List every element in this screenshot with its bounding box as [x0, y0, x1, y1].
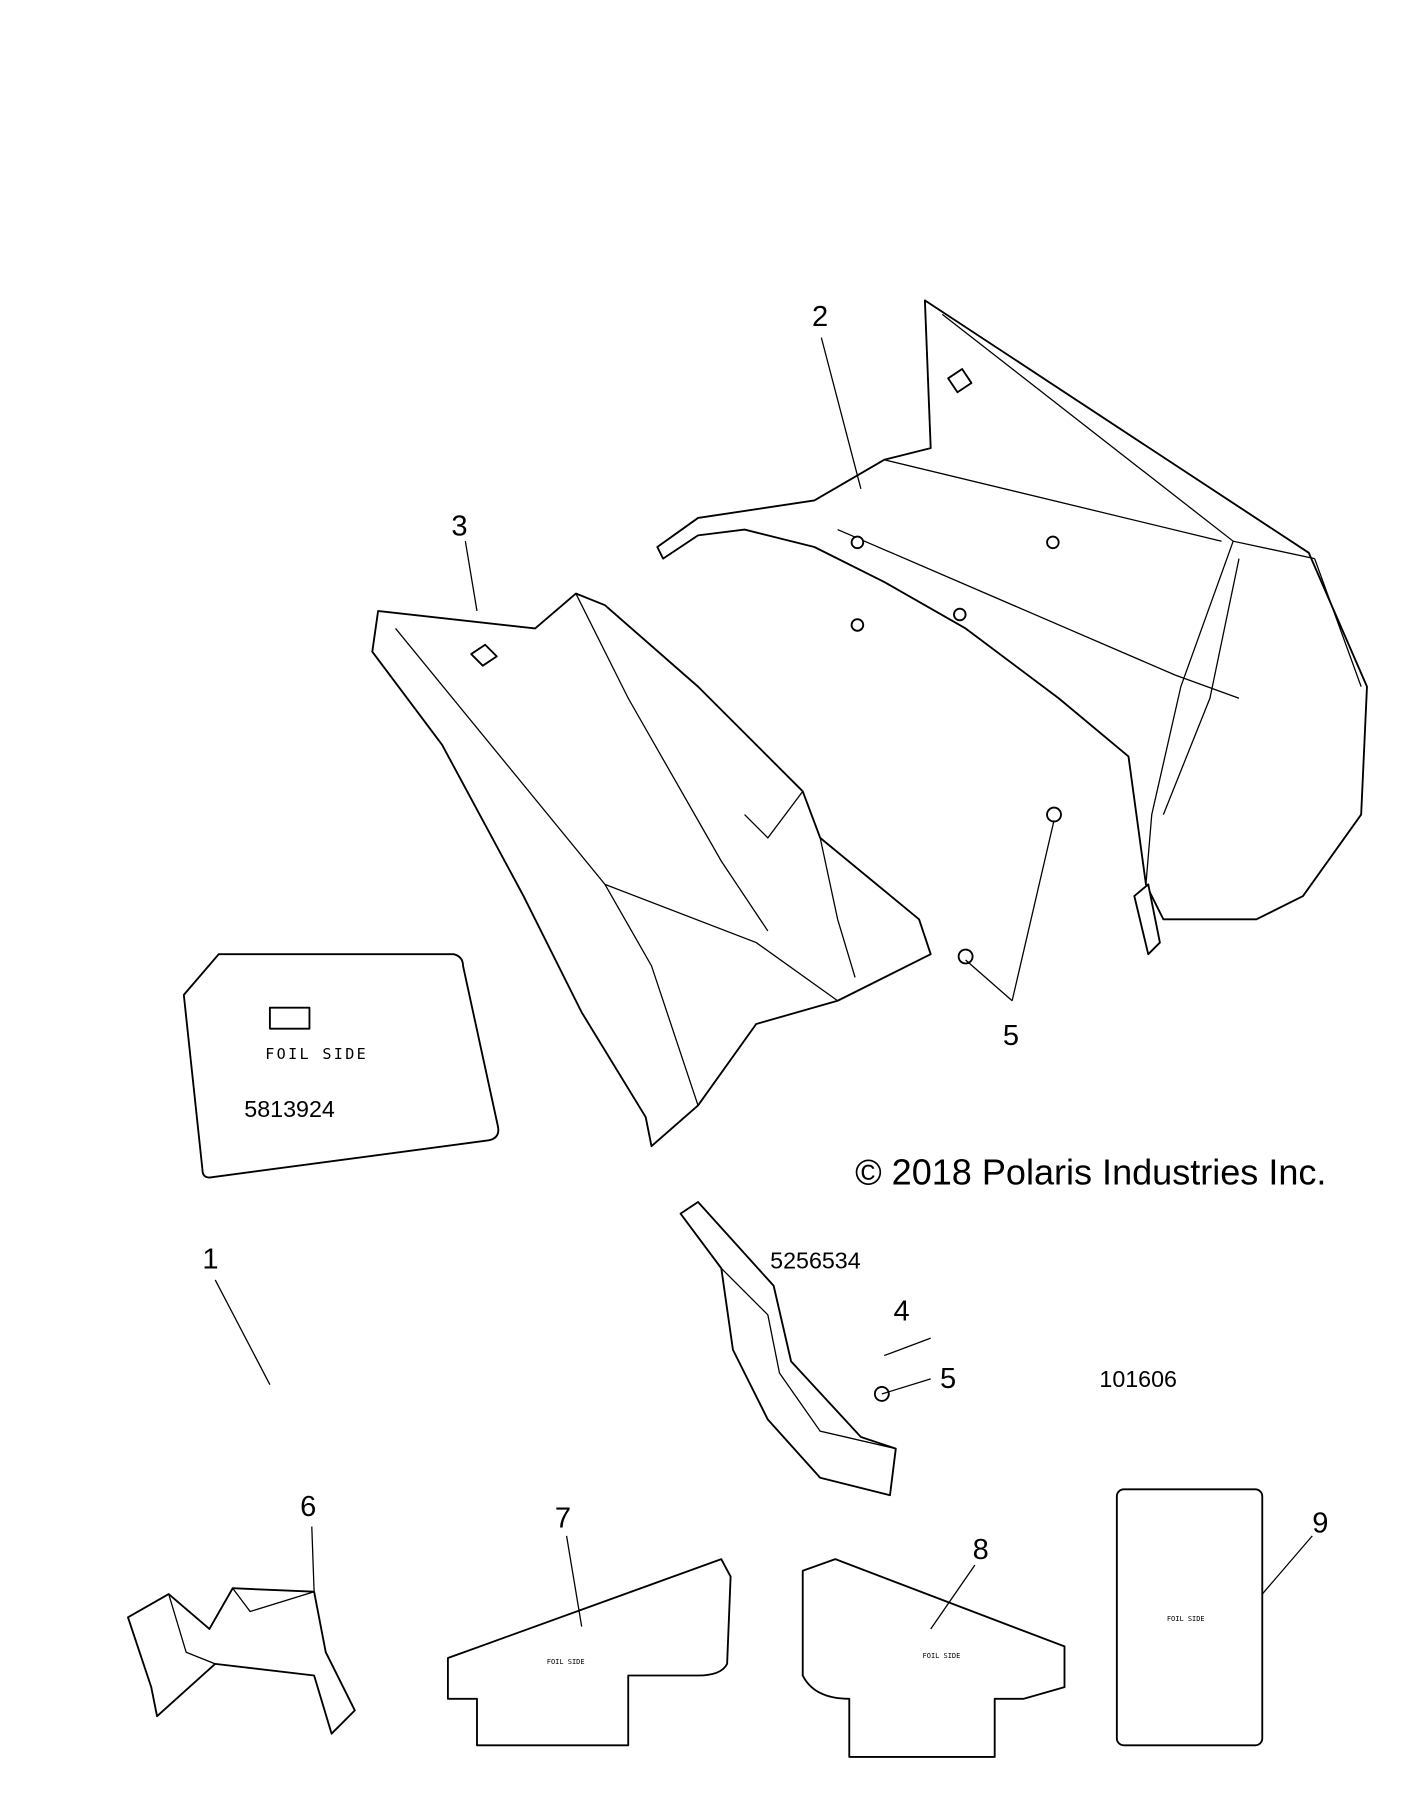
part-8-decal: FOIL SIDE — [801, 1558, 1066, 1758]
callout-5b: 5 — [1003, 1020, 1019, 1052]
callout-1: 1 — [202, 1243, 218, 1275]
part-4-bracket: 5256534 — [679, 1201, 897, 1497]
part-number-4: 5256534 — [770, 1247, 861, 1273]
callout-4: 4 — [893, 1296, 909, 1328]
foil-side-label-9: FOIL SIDE — [1167, 1615, 1205, 1623]
foil-side-label: FOIL SIDE — [265, 1045, 368, 1063]
callout-3: 3 — [451, 510, 467, 542]
foil-side-label-8: FOIL SIDE — [923, 1652, 961, 1660]
fastener-icon — [1046, 806, 1062, 823]
part-2-panel — [656, 299, 1368, 956]
copyright-notice: © 2018 Polaris Industries Inc. — [855, 1152, 1326, 1193]
callout-6: 6 — [300, 1491, 316, 1523]
part-number-1: 5813924 — [244, 1096, 335, 1122]
part-7-decal: FOIL SIDE — [446, 1558, 732, 1747]
part-3-panel — [371, 592, 932, 1148]
part-6-shield — [127, 1587, 356, 1735]
diagram-id: 101606 — [1099, 1366, 1177, 1392]
callout-9: 9 — [1312, 1507, 1328, 1539]
part-9-decal: FOIL SIDE — [1115, 1488, 1264, 1747]
callout-5a: 5 — [940, 1363, 956, 1395]
callout-7: 7 — [555, 1503, 571, 1535]
fastener-icon — [957, 948, 974, 965]
foil-side-label-7: FOIL SIDE — [547, 1658, 585, 1666]
callout-8: 8 — [973, 1534, 989, 1566]
callout-2: 2 — [812, 301, 828, 333]
part-1-decal: FOIL SIDE 5813924 — [182, 953, 500, 1179]
